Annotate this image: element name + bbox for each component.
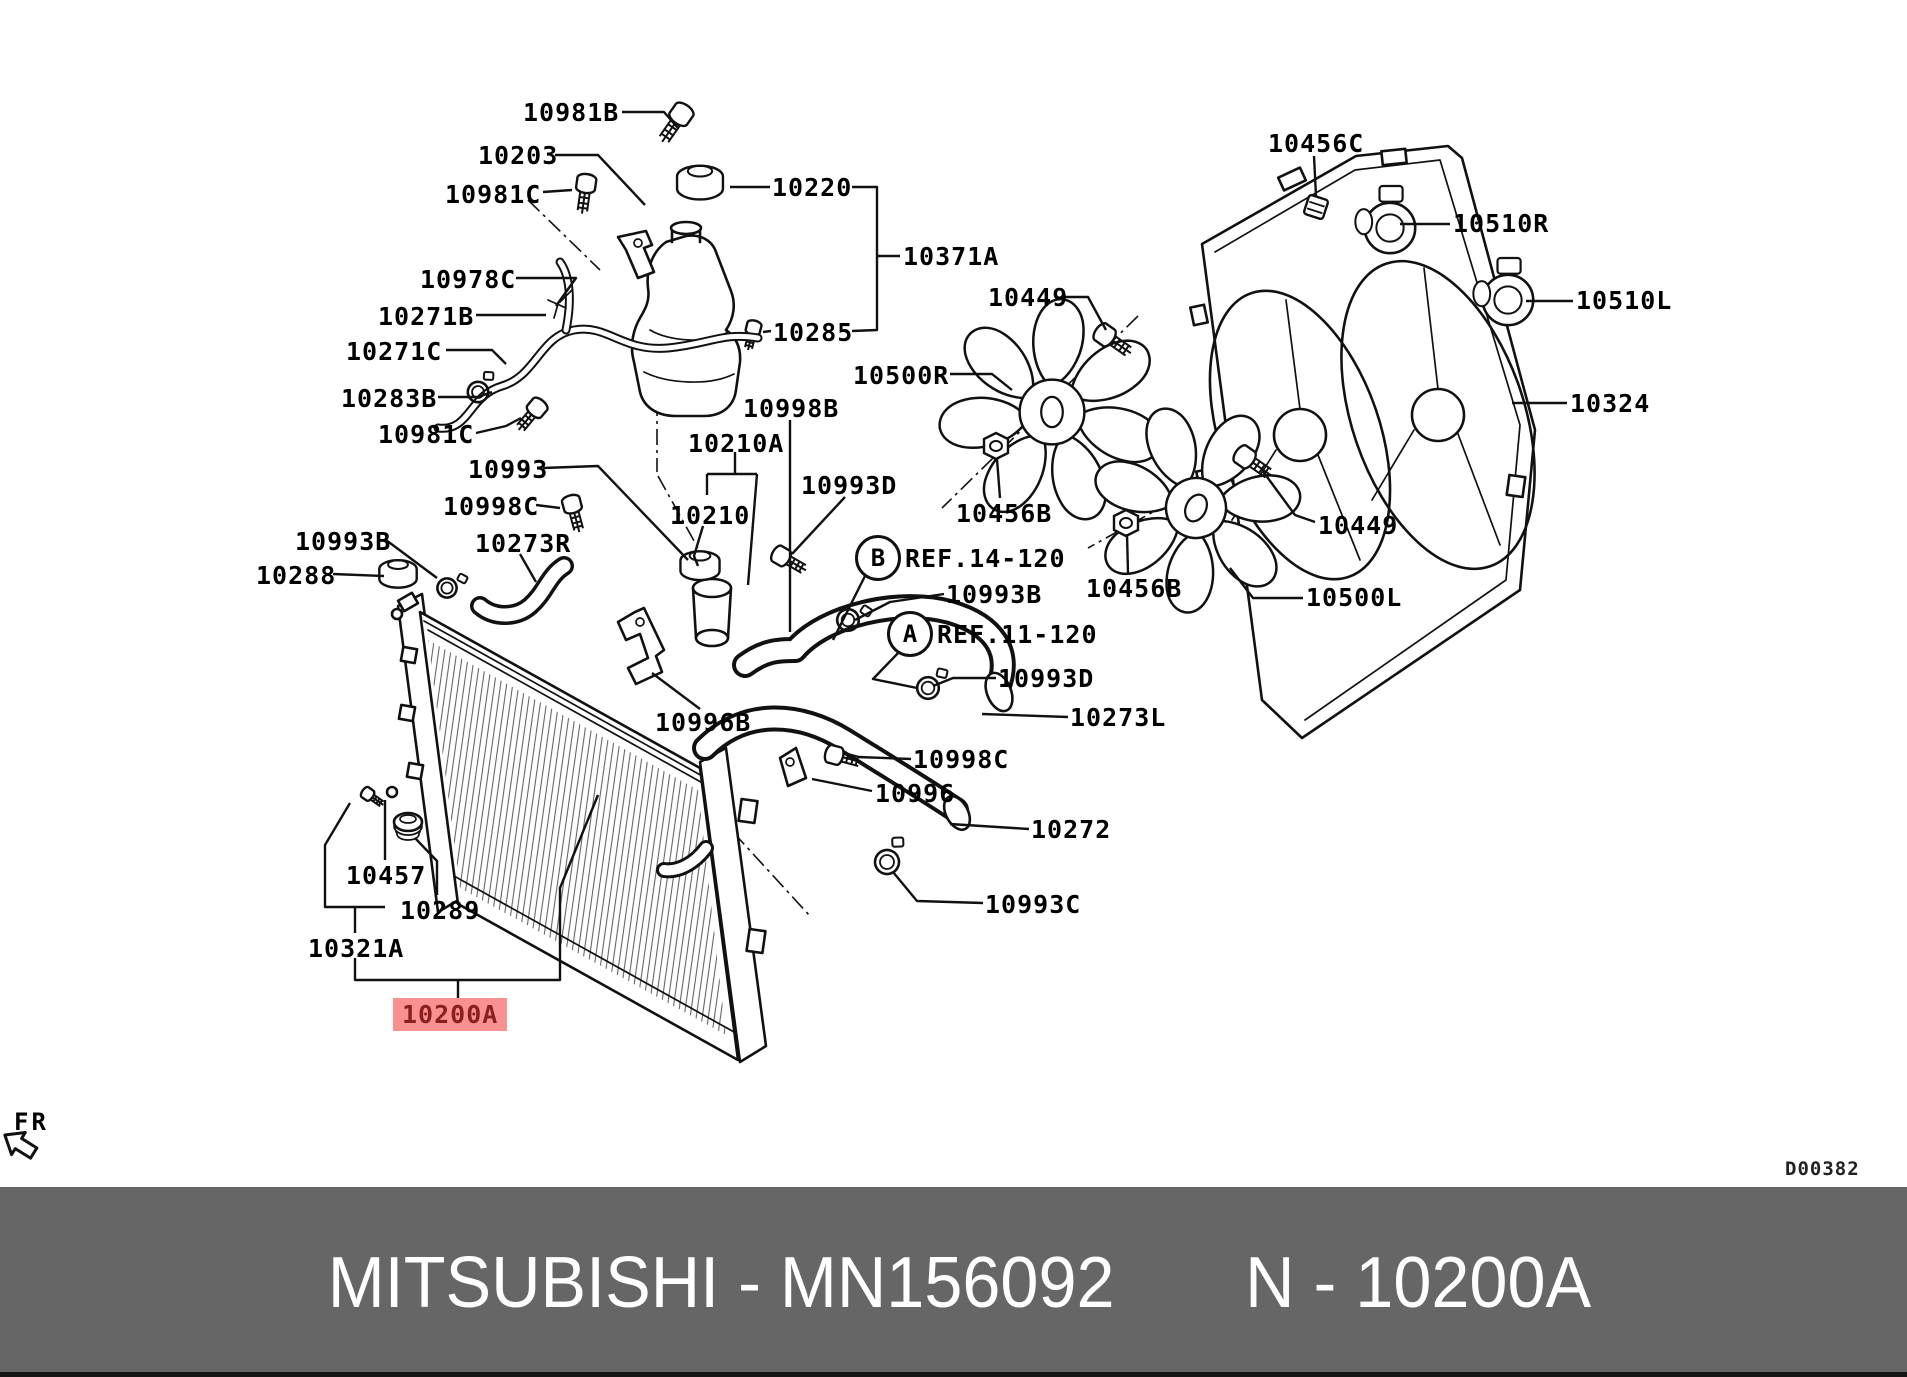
part-label-10285[interactable]: 10285 (773, 318, 854, 347)
part-label-10993C[interactable]: 10993C (985, 890, 1082, 919)
part-label-10271C[interactable]: 10271C (346, 337, 443, 366)
part-label-10220[interactable]: 10220 (772, 173, 853, 202)
ref-circle-ref-a[interactable]: A (887, 611, 933, 657)
part-label-10500R[interactable]: 10500R (853, 361, 950, 390)
fr-direction-label: FR (14, 1108, 49, 1136)
leader-lines (325, 112, 1573, 1000)
part-label-10456B-2[interactable]: 10456B (1086, 574, 1183, 603)
part-label-10321A[interactable]: 10321A (308, 934, 405, 963)
part-label-10200A[interactable]: 10200A (393, 998, 508, 1031)
part-label-10271B[interactable]: 10271B (378, 302, 475, 331)
ref-circle-ref-b[interactable]: B (855, 535, 901, 581)
part-label-10449-1[interactable]: 10449 (988, 283, 1069, 312)
part-label-10449-2[interactable]: 10449 (1318, 511, 1399, 540)
part-label-10324[interactable]: 10324 (1570, 389, 1651, 418)
reservoir-tank (438, 98, 764, 437)
part-label-10998C-1[interactable]: 10998C (443, 492, 540, 521)
part-label-10289[interactable]: 10289 (400, 896, 481, 925)
part-label-10371A[interactable]: 10371A (903, 242, 1000, 271)
part-label-10273R[interactable]: 10273R (475, 529, 572, 558)
part-label-10457[interactable]: 10457 (346, 861, 427, 890)
part-label-10456B-1[interactable]: 10456B (956, 499, 1053, 528)
part-label-10996B[interactable]: 10996B (655, 708, 752, 737)
part-label-10288[interactable]: 10288 (256, 561, 337, 590)
part-label-10273L[interactable]: 10273L (1070, 703, 1167, 732)
part-label-10993B-2[interactable]: 10993B (946, 580, 1043, 609)
radiator (358, 560, 766, 1062)
diagram-code: D00382 (1785, 1158, 1860, 1180)
part-label-10210A[interactable]: 10210A (688, 429, 785, 458)
part-label-10978C[interactable]: 10978C (420, 265, 517, 294)
part-label-10981B[interactable]: 10981B (523, 98, 620, 127)
part-label-10993D-2[interactable]: 10993D (998, 664, 1095, 693)
part-label-10210[interactable]: 10210 (670, 501, 751, 530)
part-label-10998C-2[interactable]: 10998C (913, 745, 1010, 774)
part-label-10981C-2[interactable]: 10981C (378, 420, 475, 449)
part-label-10993D-1[interactable]: 10993D (801, 471, 898, 500)
part-label-10510L[interactable]: 10510L (1576, 286, 1673, 315)
hoses-and-filler-neck (559, 492, 1018, 879)
fr-direction-arrow (0, 1124, 41, 1164)
part-label-10510R[interactable]: 10510R (1453, 209, 1550, 238)
footer-catalog-number: N - 10200A (1244, 1242, 1591, 1323)
part-label-10272[interactable]: 10272 (1031, 815, 1112, 844)
part-label-10500L[interactable]: 10500L (1306, 583, 1403, 612)
footer-bar: MITSUBISHI - MN156092 N - 10200A (0, 1187, 1907, 1377)
part-label-10993[interactable]: 10993 (468, 455, 549, 484)
part-label-10993B-1[interactable]: 10993B (295, 527, 392, 556)
footer-brand-part: MITSUBISHI - MN156092 (327, 1242, 1115, 1323)
part-label-10283B[interactable]: 10283B (341, 384, 438, 413)
ref-text-ref-a[interactable]: REF.11-120 (937, 620, 1098, 649)
fan-shroud (1176, 146, 1572, 738)
part-label-10456C[interactable]: 10456C (1268, 129, 1365, 158)
part-label-10981C-1[interactable]: 10981C (445, 180, 542, 209)
ref-text-ref-b[interactable]: REF.14-120 (905, 544, 1066, 573)
part-label-10203[interactable]: 10203 (478, 141, 559, 170)
part-label-10996[interactable]: 10996 (875, 779, 956, 808)
part-label-10998B[interactable]: 10998B (743, 394, 840, 423)
